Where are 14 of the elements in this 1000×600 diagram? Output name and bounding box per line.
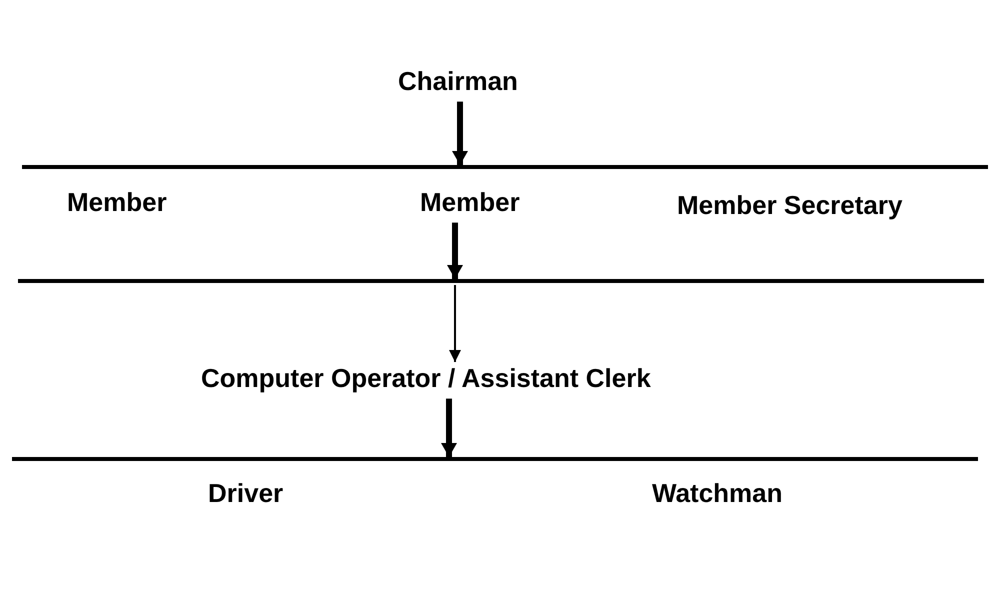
role-label: Driver — [208, 479, 284, 508]
arrow — [449, 285, 461, 362]
role-label: Member — [420, 188, 520, 217]
role-label: Member Secretary — [677, 191, 902, 220]
role-label: Computer Operator / Assistant Clerk — [201, 364, 651, 393]
horizontal-bar — [22, 165, 988, 169]
horizontal-bar — [18, 279, 984, 283]
arrow — [447, 222, 463, 279]
role-label: Watchman — [652, 479, 782, 508]
arrow — [452, 102, 468, 165]
role-label: Member — [67, 188, 167, 217]
arrow — [441, 398, 457, 457]
horizontal-bar — [12, 457, 978, 461]
role-label: Chairman — [398, 67, 518, 96]
